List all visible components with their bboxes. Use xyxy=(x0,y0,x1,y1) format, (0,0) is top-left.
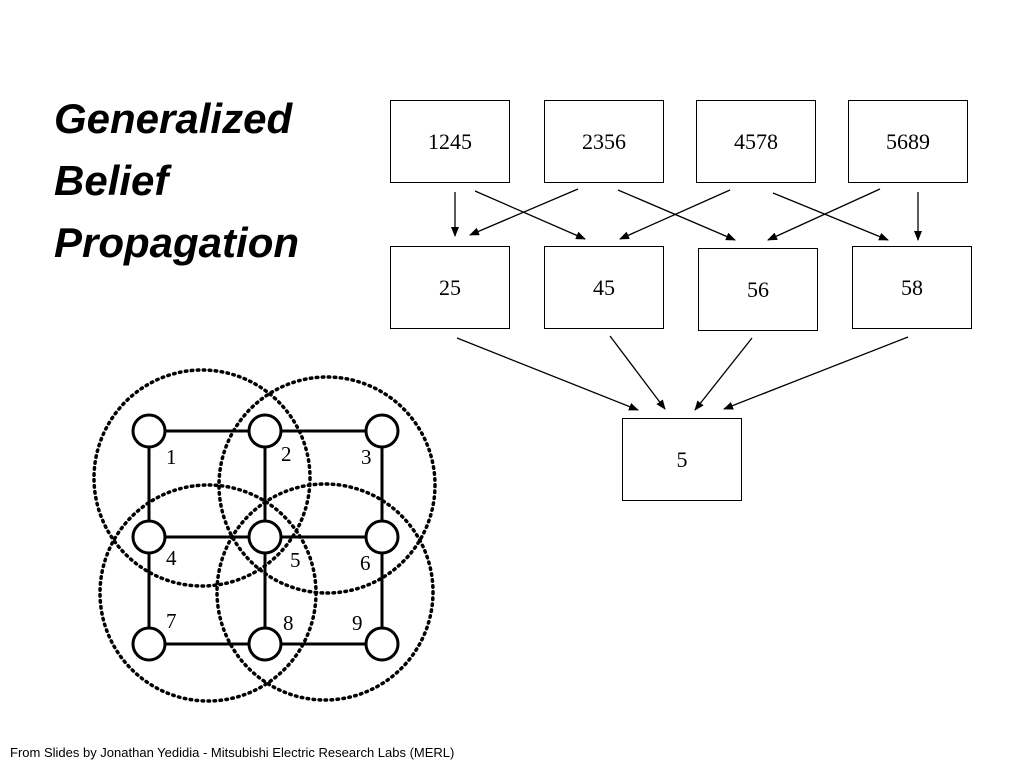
region-circle xyxy=(217,375,437,595)
grid-labels: 1 2 3 4 5 6 7 8 9 xyxy=(166,442,372,635)
arrow xyxy=(619,189,731,240)
middle-to-bottom-arrows xyxy=(456,335,909,411)
title-line: Belief xyxy=(54,157,169,204)
region-box-58: 58 xyxy=(852,246,972,329)
node-label: 6 xyxy=(360,551,371,575)
grid-node xyxy=(247,519,283,555)
grid-node xyxy=(364,413,400,449)
arrow xyxy=(767,188,881,241)
node-label: 9 xyxy=(352,611,363,635)
grid-regions xyxy=(92,368,437,703)
arrow xyxy=(772,192,889,241)
grid-node xyxy=(131,626,167,662)
slide-title: Generalized Belief Propagation xyxy=(54,88,299,274)
region-box-56: 56 xyxy=(698,248,818,331)
node-label: 8 xyxy=(283,611,294,635)
region-box-1245: 1245 xyxy=(390,100,510,183)
node-label: 1 xyxy=(166,445,177,469)
title-line: Generalized xyxy=(54,95,293,142)
top-to-middle-arrows xyxy=(451,188,922,241)
grid-node xyxy=(364,626,400,662)
node-label: 2 xyxy=(281,442,292,466)
region-box-2356: 2356 xyxy=(544,100,664,183)
region-box-5: 5 xyxy=(622,418,742,501)
grid-edges xyxy=(147,429,384,646)
grid-nodes xyxy=(131,413,400,662)
node-label: 3 xyxy=(361,445,372,469)
region-box-25: 25 xyxy=(390,246,510,329)
region-circle xyxy=(215,482,435,702)
arrow xyxy=(469,188,579,236)
grid-node xyxy=(131,519,167,555)
region-box-45: 45 xyxy=(544,246,664,329)
region-box-4578: 4578 xyxy=(696,100,816,183)
title-line: Propagation xyxy=(54,219,300,266)
grid-node xyxy=(364,519,400,555)
arrow xyxy=(474,190,586,240)
grid-node xyxy=(131,413,167,449)
node-label: 5 xyxy=(290,548,301,572)
source-credit: From Slides by Jonathan Yedidia - Mitsub… xyxy=(10,745,455,760)
grid-node xyxy=(247,413,283,449)
arrow xyxy=(723,336,909,410)
node-label: 4 xyxy=(166,546,177,570)
arrow xyxy=(609,335,666,410)
region-circle xyxy=(92,368,312,588)
arrow xyxy=(694,337,753,411)
arrow xyxy=(456,337,639,411)
region-circle xyxy=(98,483,318,703)
grid-node xyxy=(247,626,283,662)
arrow xyxy=(617,189,736,241)
region-box-5689: 5689 xyxy=(848,100,968,183)
node-label: 7 xyxy=(166,609,177,633)
